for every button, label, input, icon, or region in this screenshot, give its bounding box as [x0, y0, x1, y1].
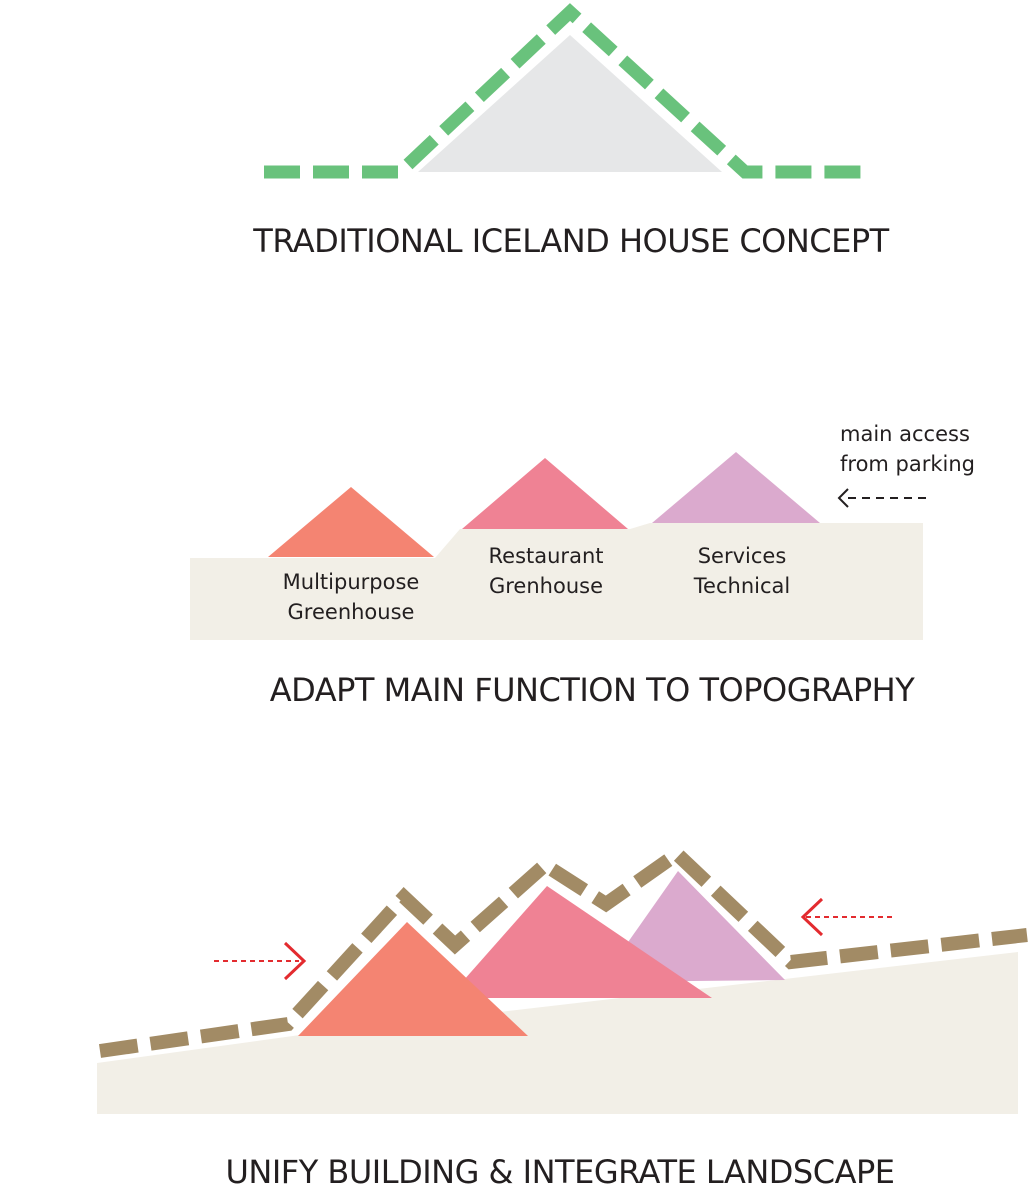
restaurant-greenhouse-volume-3d	[448, 886, 712, 998]
volume1-label-line1: Multipurpose	[283, 570, 420, 594]
section-traditional-house: TRADITIONAL ICELAND HOUSE CONCEPT	[252, 3, 890, 260]
green-roof-line	[264, 3, 870, 179]
house-roof-shape	[418, 35, 722, 172]
multipurpose-greenhouse-volume-3d	[298, 922, 528, 1036]
left-red-arrow-icon	[214, 941, 307, 981]
volume1-label-line2: Greenhouse	[288, 600, 415, 624]
volume3-label-line2: Technical	[693, 574, 790, 598]
volume3-label-line1: Services	[698, 544, 787, 568]
restaurant-greenhouse-volume	[462, 458, 628, 529]
services-technical-volume	[652, 452, 820, 523]
section-topography: Multipurpose Greenhouse Restaurant Grenh…	[190, 422, 975, 709]
access-arrow-icon	[837, 488, 926, 508]
section2-caption: ADAPT MAIN FUNCTION TO TOPOGRAPHY	[270, 671, 915, 709]
section1-caption: TRADITIONAL ICELAND HOUSE CONCEPT	[252, 222, 889, 260]
access-label-line1: main access	[840, 422, 970, 446]
terrain-block	[190, 523, 923, 640]
earth-roof-line	[99, 844, 1028, 1058]
section3-caption: UNIFY BUILDING & INTEGRATE LANDSCAPE	[226, 1153, 895, 1191]
access-label-line2: from parking	[840, 452, 975, 476]
volume2-label-line2: Grenhouse	[489, 574, 603, 598]
section-landscape: UNIFY BUILDING & INTEGRATE LANDSCAPE	[97, 844, 1028, 1191]
volume2-label-line1: Restaurant	[489, 544, 604, 568]
right-red-arrow-icon	[800, 897, 894, 937]
sloped-terrain	[97, 952, 1018, 1114]
multipurpose-greenhouse-volume	[268, 487, 434, 557]
